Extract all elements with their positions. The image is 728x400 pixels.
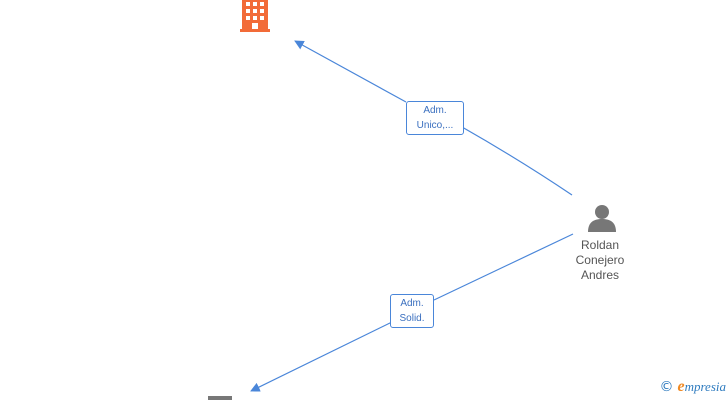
person-name-line: Roldan — [580, 238, 620, 252]
building-icon[interactable] — [240, 0, 270, 32]
person-name-line: Andres — [580, 268, 620, 282]
edge-line-bottom[interactable] — [251, 233, 574, 391]
edge-line-top[interactable] — [295, 41, 573, 196]
edge-label-line: Adm. — [400, 298, 424, 309]
person-name[interactable]: Roldan Conejero Andres — [555, 238, 645, 283]
person-name-line: Conejero — [575, 253, 625, 267]
edge-label-top[interactable]: Adm. Unico,... — [406, 101, 464, 135]
brand-first-letter: e — [677, 378, 685, 395]
building-icon[interactable] — [208, 396, 232, 400]
brand-name-rest: mpresia — [684, 379, 726, 394]
edge-label-line: Solid. — [399, 313, 425, 324]
brand-logo: © e mpresia — [659, 378, 726, 396]
edge-label-line: Adm. — [423, 105, 447, 116]
edge-label-line: Unico,... — [416, 120, 454, 131]
copyright-icon: © — [659, 379, 674, 395]
person-icon[interactable] — [588, 205, 616, 232]
edge-label-bottom[interactable]: Adm. Solid. — [390, 294, 434, 328]
